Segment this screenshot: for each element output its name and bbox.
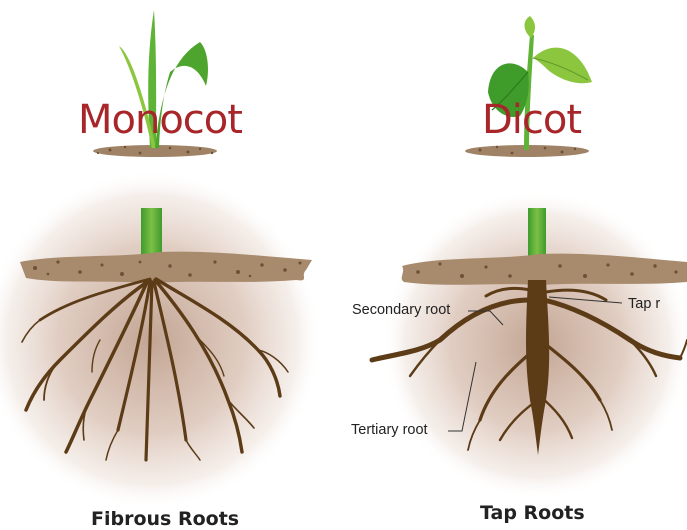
secondary-root-label: Secondary root (352, 302, 450, 318)
tap-root-system (372, 190, 687, 500)
tap-root-label: Tap r (628, 296, 660, 312)
tap-roots-caption: Tap Roots (480, 502, 585, 524)
fibrous-roots-caption: Fibrous Roots (91, 508, 239, 530)
dicot-bud (525, 16, 536, 38)
dicot-title: Dicot (482, 97, 581, 143)
tertiary-root-label: Tertiary root (351, 422, 428, 438)
fibrous-root-system (0, 170, 322, 510)
monocot-title: Monocot (78, 97, 242, 143)
